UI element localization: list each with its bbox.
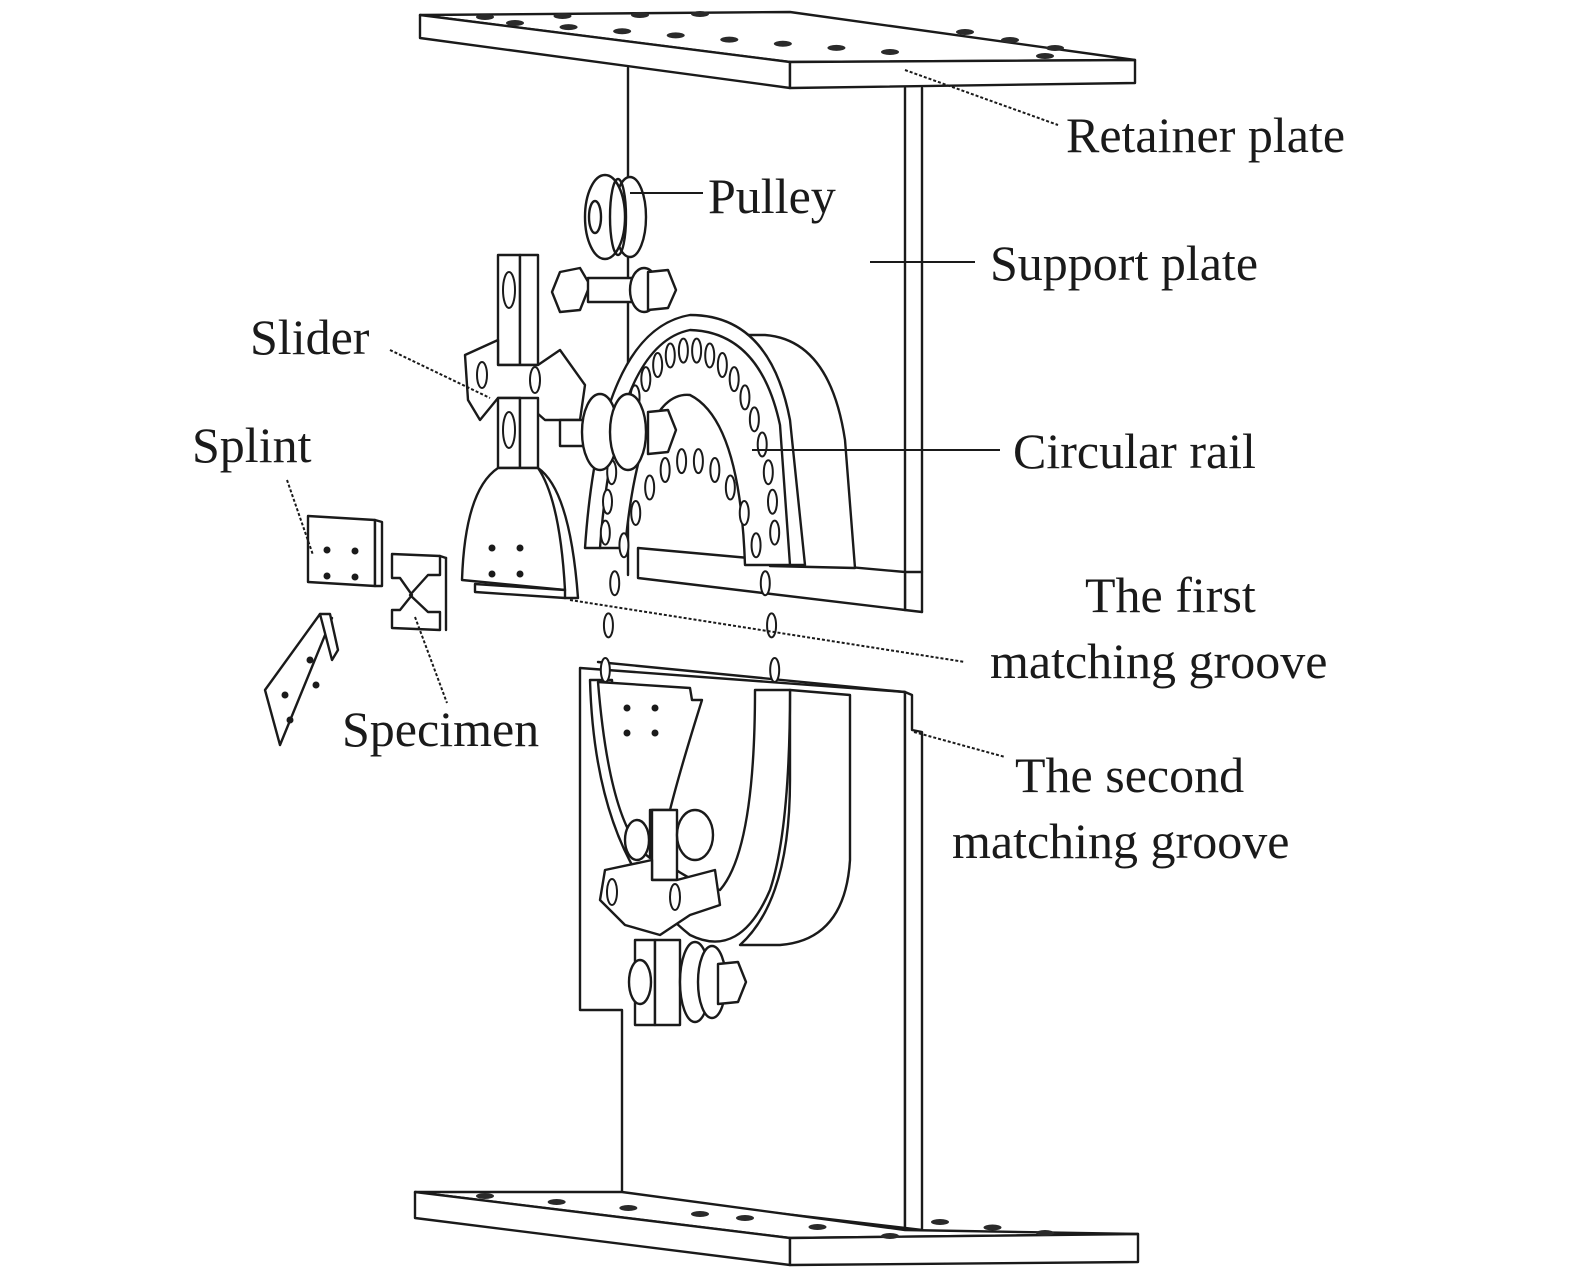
rail-hole <box>766 612 778 639</box>
rail-hole <box>748 406 760 433</box>
splint-upper <box>306 514 384 588</box>
bolt-hole <box>691 1211 709 1217</box>
label-splint: Splint <box>192 417 312 473</box>
rail-hole <box>640 366 652 393</box>
plate-bolt-holes <box>476 11 1064 59</box>
label-specimen: Specimen <box>342 701 539 757</box>
bolt-hole <box>631 12 649 18</box>
bottom-retainer-plate <box>413 1190 1140 1267</box>
rail-adjustment-holes <box>599 337 781 546</box>
bolt-hole <box>547 1199 566 1205</box>
leader-slider <box>389 349 491 399</box>
label-pulley: Pulley <box>708 168 836 224</box>
rail-hole <box>659 457 671 484</box>
rail-hole <box>769 519 781 546</box>
bolt-hole <box>506 20 524 26</box>
bolt-hole <box>476 14 494 20</box>
rail-hole <box>750 532 762 559</box>
rail-hole <box>692 448 704 475</box>
label-first-groove-line1: The first <box>1085 567 1256 623</box>
rail-hole <box>599 656 611 683</box>
label-second-groove-line2: matching groove <box>952 813 1289 869</box>
bolt-hole <box>1001 37 1019 43</box>
bolt-hole <box>881 49 899 55</box>
bolt-hole <box>691 11 709 17</box>
rail-hole <box>769 656 781 683</box>
rail-hole <box>766 488 778 515</box>
top-retainer-plate <box>418 10 1137 90</box>
bolt-hole <box>553 13 572 19</box>
top-pulley <box>583 173 648 261</box>
label-second-groove-line1: The second <box>1015 747 1244 803</box>
leader-lines <box>286 69 1059 758</box>
splint-lower <box>263 612 340 747</box>
bolt-hole <box>773 40 792 47</box>
rail-hole <box>756 431 768 458</box>
top-circular-rail <box>583 313 857 570</box>
rail-hole <box>602 488 614 515</box>
top-slider <box>460 253 587 600</box>
label-retainer-plate: Retainer plate <box>1066 107 1345 163</box>
rail-hole <box>738 499 750 526</box>
rail-hole <box>652 352 664 379</box>
rail-hole <box>677 337 689 364</box>
bolt-hole <box>827 44 846 51</box>
rail-hole <box>739 384 751 411</box>
rail-hole <box>664 342 676 369</box>
bottom-slider <box>596 680 748 1027</box>
leader-second-groove <box>913 731 1006 758</box>
bolt-hole <box>808 1224 827 1230</box>
bolt-hole <box>613 28 632 35</box>
label-first-groove-line2: matching groove <box>990 633 1327 689</box>
rail-hole <box>759 570 771 597</box>
bolt-hole <box>559 24 578 31</box>
bolt-hole <box>1046 45 1064 51</box>
rail-hole <box>728 366 740 393</box>
labels: Retainer plate Pulley Support plate Slid… <box>192 107 1345 869</box>
bolt-hole <box>1036 1230 1054 1236</box>
rail-hole <box>709 457 721 484</box>
rail-hole <box>602 612 614 639</box>
label-slider: Slider <box>250 309 370 365</box>
rail-hole <box>676 448 688 475</box>
rail-hole <box>724 474 736 501</box>
rail-hole <box>644 474 656 501</box>
leader-retainer-plate <box>904 69 1059 126</box>
bolt-hole <box>476 1193 494 1199</box>
plate-bolt-holes <box>476 1193 1054 1239</box>
rail-hole <box>630 499 642 526</box>
leader-first-groove <box>569 599 966 663</box>
rail-hole <box>704 342 716 369</box>
bolt-hole <box>931 1219 949 1225</box>
specimen <box>390 552 448 632</box>
bolt-hole <box>736 1215 754 1221</box>
bolt-hole <box>956 29 974 35</box>
label-support-plate: Support plate <box>990 235 1258 291</box>
bolt-hole <box>881 1233 899 1239</box>
label-circular-rail: Circular rail <box>1013 423 1256 479</box>
leader-specimen <box>414 616 448 704</box>
rail-adjustment-holes <box>599 448 781 683</box>
bolt-hole <box>1036 53 1054 59</box>
rail-hole <box>599 519 611 546</box>
bolt-hole <box>666 32 685 39</box>
bolt-hole <box>619 1205 638 1211</box>
bolt-hole <box>720 36 739 43</box>
leader-splint <box>286 479 314 556</box>
bolt-hole <box>983 1224 1002 1231</box>
top-bolt <box>550 266 678 314</box>
rail-hole <box>609 570 621 597</box>
rail-hole <box>618 532 630 559</box>
rail-pulley-assembly <box>558 392 678 472</box>
rail-hole <box>691 337 703 364</box>
rail-hole <box>762 459 774 486</box>
rail-hole <box>716 352 728 379</box>
